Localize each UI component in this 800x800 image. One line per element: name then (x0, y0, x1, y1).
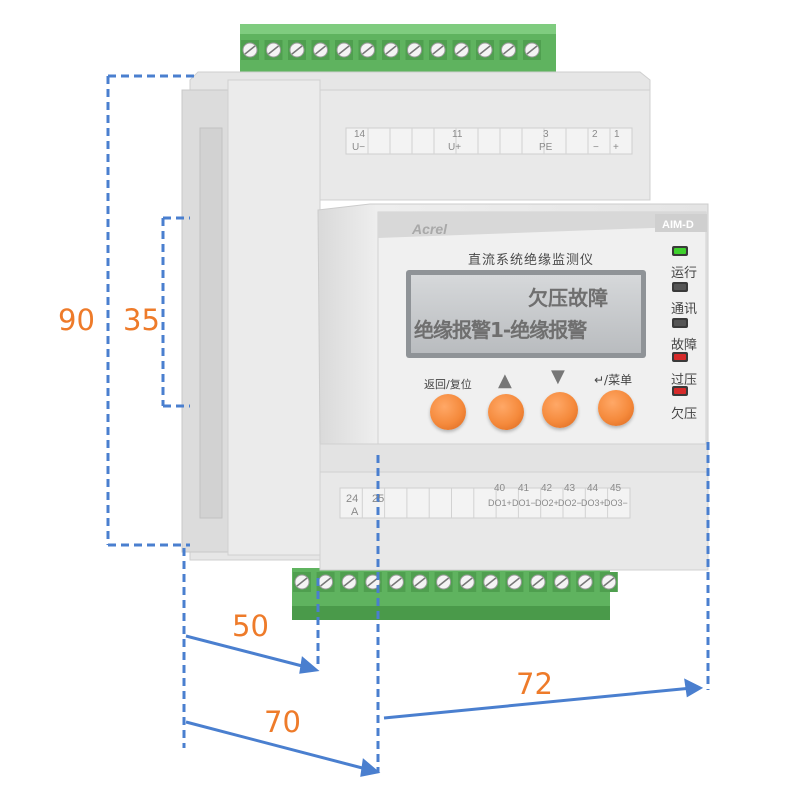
top-terminal-sig-3: PE (539, 142, 553, 153)
dimension-lines (106, 74, 710, 772)
bottom-terminal-num-43: 43 (564, 483, 576, 494)
led-label-fault: 故障 (671, 338, 698, 353)
status-led-icon (674, 248, 686, 254)
dimension-width: 72 (516, 667, 553, 701)
dimension-depth-total: 70 (264, 705, 301, 739)
bottom-terminal-sig-45: DO3− (604, 498, 628, 508)
model-label: AIM-D (662, 219, 694, 231)
status-led-icon (674, 320, 686, 326)
up-button[interactable] (488, 394, 524, 430)
brand-logo-text: Acrel (412, 221, 448, 237)
bottom-terminal-sig-44: DO3+ (581, 498, 605, 508)
down-button[interactable] (542, 392, 578, 428)
dimension-height-total: 90 (58, 303, 95, 337)
bottom-terminal-num-24: 24 (346, 493, 359, 505)
enter-menu-button[interactable] (598, 390, 634, 426)
bottom-terminal-block (292, 568, 618, 620)
led-label-run: 运行 (671, 266, 698, 281)
led-label-overvoltage: 过压 (671, 373, 698, 388)
dimension-height-front: 35 (123, 303, 160, 337)
return-reset-button[interactable] (430, 394, 466, 430)
status-led-icon (674, 284, 686, 290)
top-terminal-sig-11: U+ (448, 142, 462, 153)
up-arrow-icon: ▲ (498, 370, 512, 391)
status-led-icon (674, 388, 686, 394)
bottom-terminal-sig-24: A (351, 506, 359, 518)
bottom-terminal-num-41: 41 (518, 483, 530, 494)
top-terminal-num-14: 14 (354, 129, 366, 140)
dimension-depth-rear: 50 (232, 609, 269, 643)
button-label-return: 返回/复位 (424, 378, 472, 391)
bottom-terminal-sig-41: DO1− (512, 498, 536, 508)
device-title: 直流系统绝缘监测仪 (468, 253, 595, 268)
led-label-undervoltage: 欠压 (671, 407, 698, 422)
bottom-terminal-num-44: 44 (587, 483, 599, 494)
top-terminal-sig-1: + (613, 142, 619, 153)
bottom-terminal-sig-43: DO2− (558, 498, 582, 508)
top-terminal-num-11: 11 (452, 129, 463, 140)
top-terminal-block (240, 24, 556, 72)
status-led-icon (674, 354, 686, 360)
bottom-terminal-sig-42: DO2+ (535, 498, 559, 508)
top-terminal-num-1: 1 (614, 129, 620, 140)
lcd-line-2: 绝缘报警1-绝缘报警 (414, 318, 587, 342)
top-terminal-sig-14: U− (352, 142, 366, 153)
bottom-terminal-num-25: 25 (372, 493, 385, 505)
top-terminal-num-3: 3 (543, 129, 549, 140)
bottom-terminal-num-40: 40 (494, 483, 506, 494)
button-label-enter-menu: ↵/菜单 (594, 373, 633, 387)
lcd-line-1: 欠压故障 (528, 286, 608, 310)
dimension-arrows (185, 634, 704, 777)
top-terminal-num-2: 2 (592, 129, 598, 140)
bottom-terminal-num-45: 45 (610, 483, 622, 494)
bottom-terminal-sig-40: DO1+ (488, 498, 512, 508)
top-terminal-sig-2: − (593, 142, 599, 153)
led-label-comm: 通讯 (671, 302, 698, 317)
down-arrow-icon: ▼ (551, 366, 565, 387)
bottom-terminal-num-42: 42 (541, 483, 553, 494)
